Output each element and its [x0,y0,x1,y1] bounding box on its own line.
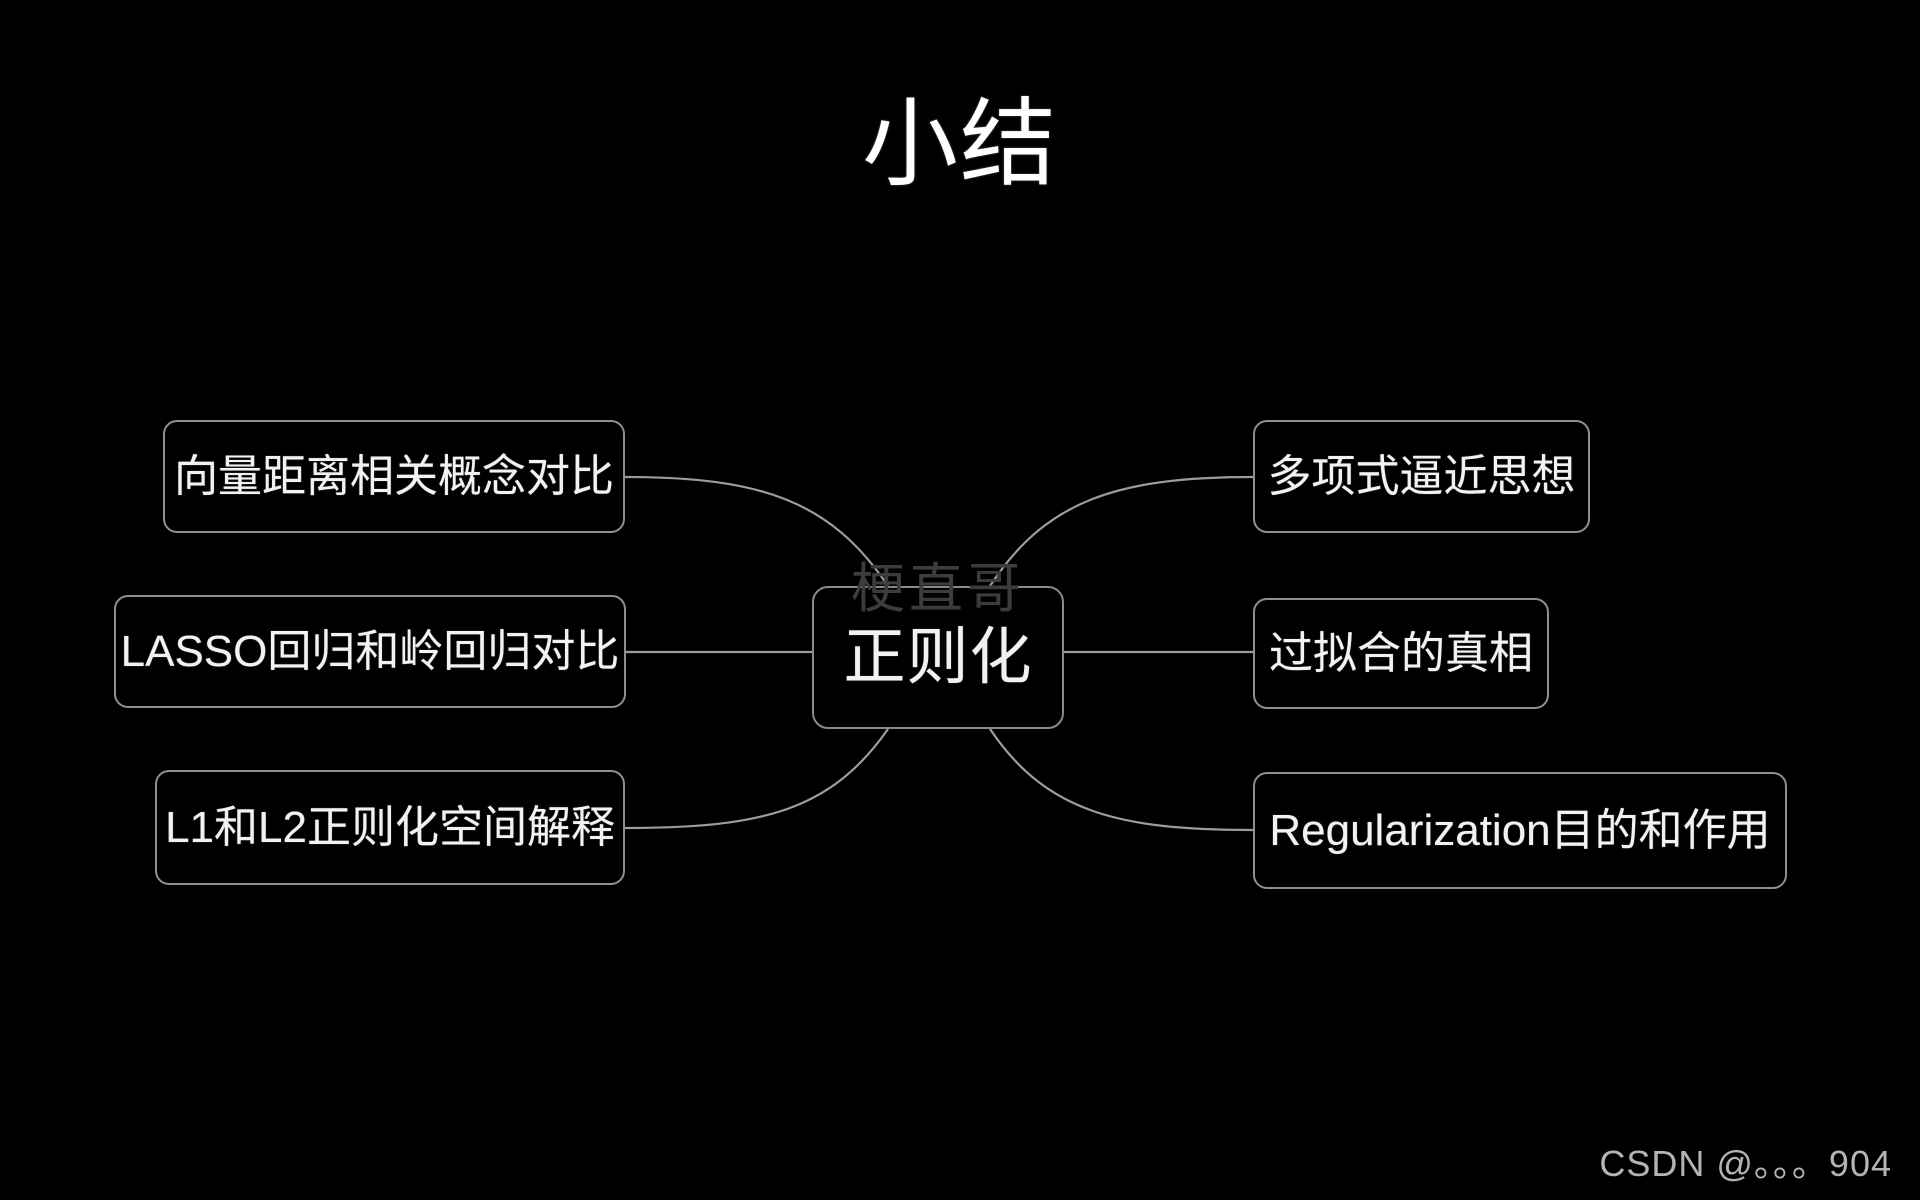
mindmap-node-center[interactable]: 正则化 [812,586,1064,729]
page-title: 小结 [862,91,1058,198]
connector-left-bottom [624,728,889,830]
mindmap-node-right-2[interactable]: 过拟合的真相 [1253,598,1549,709]
mindmap-node-right-1[interactable]: 多项式逼近思想 [1253,420,1590,533]
connector-right-top [989,475,1254,587]
connector-left-top [624,475,889,587]
mindmap-node-left-2[interactable]: LASSO回归和岭回归对比 [114,595,626,708]
mindmap-node-left-1[interactable]: 向量距离相关概念对比 [163,420,625,533]
connector-right-bottom [989,728,1254,832]
csdn-watermark: CSDN @。。。904 [1599,1143,1892,1184]
mindmap-node-left-3[interactable]: L1和L2正则化空间解释 [155,770,625,885]
mindmap-node-right-3[interactable]: Regularization目的和作用 [1253,772,1787,889]
